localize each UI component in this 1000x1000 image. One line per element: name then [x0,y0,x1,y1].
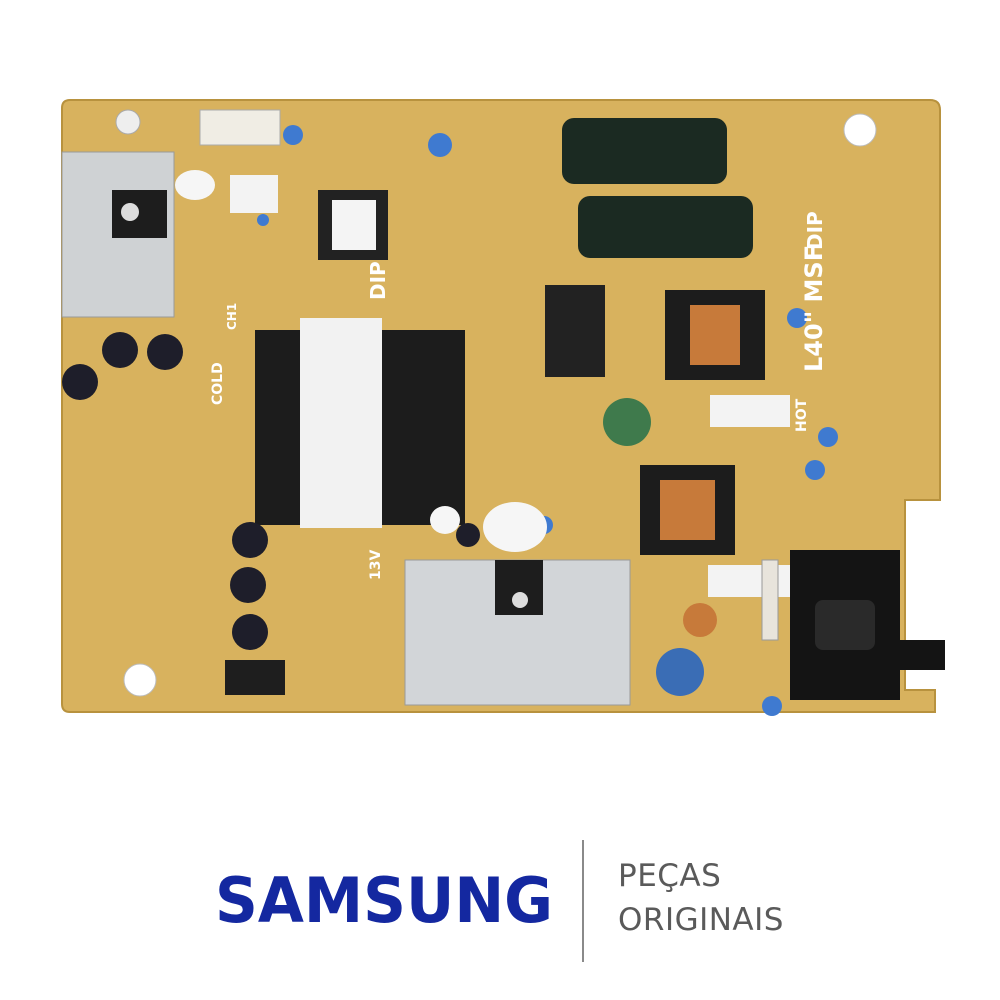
varistor [603,398,651,446]
copper-coil [660,480,715,540]
varistor-blue [656,648,704,696]
toroid-coil [683,603,717,637]
dip-label: DIP [803,211,827,250]
samsung-logo: SAMSUNG [215,866,553,930]
transformer-coil [332,200,376,250]
dip-label: DIP [366,261,390,300]
mounting-hole [843,113,877,147]
glue [175,170,547,552]
tagline-line1: PEÇAS [618,858,722,894]
logo-divider [582,840,584,962]
capacitor-large [562,118,727,184]
film-capacitor [708,565,798,597]
film-capacitor [710,395,790,427]
connector-bottom [225,660,285,695]
screw [512,592,528,608]
tagline-line2: ORIGINAIS [618,902,784,938]
mounting-hole [123,663,157,697]
electrolytic-capacitors [62,332,480,650]
cold-label: COLD [210,362,226,405]
hot-label: HOT [794,398,810,432]
transformer-label [300,318,382,528]
samsung-logo-text: SAMSUNG [215,866,553,930]
fuse [761,559,779,641]
capacitor-large [578,196,753,258]
socket-inlet [815,600,875,650]
connector-top [199,109,281,146]
film-capacitor [230,175,278,213]
blue-capacitors [257,125,838,716]
channel-label: CH1 [225,303,239,330]
voltage-label: 13V [368,550,384,580]
transistor [112,190,167,238]
screw [121,203,139,221]
mounting-hole [115,109,141,135]
copper-coil [690,305,740,365]
model-label: L40" MSF [800,245,828,372]
bridge-rectifier [545,285,605,377]
